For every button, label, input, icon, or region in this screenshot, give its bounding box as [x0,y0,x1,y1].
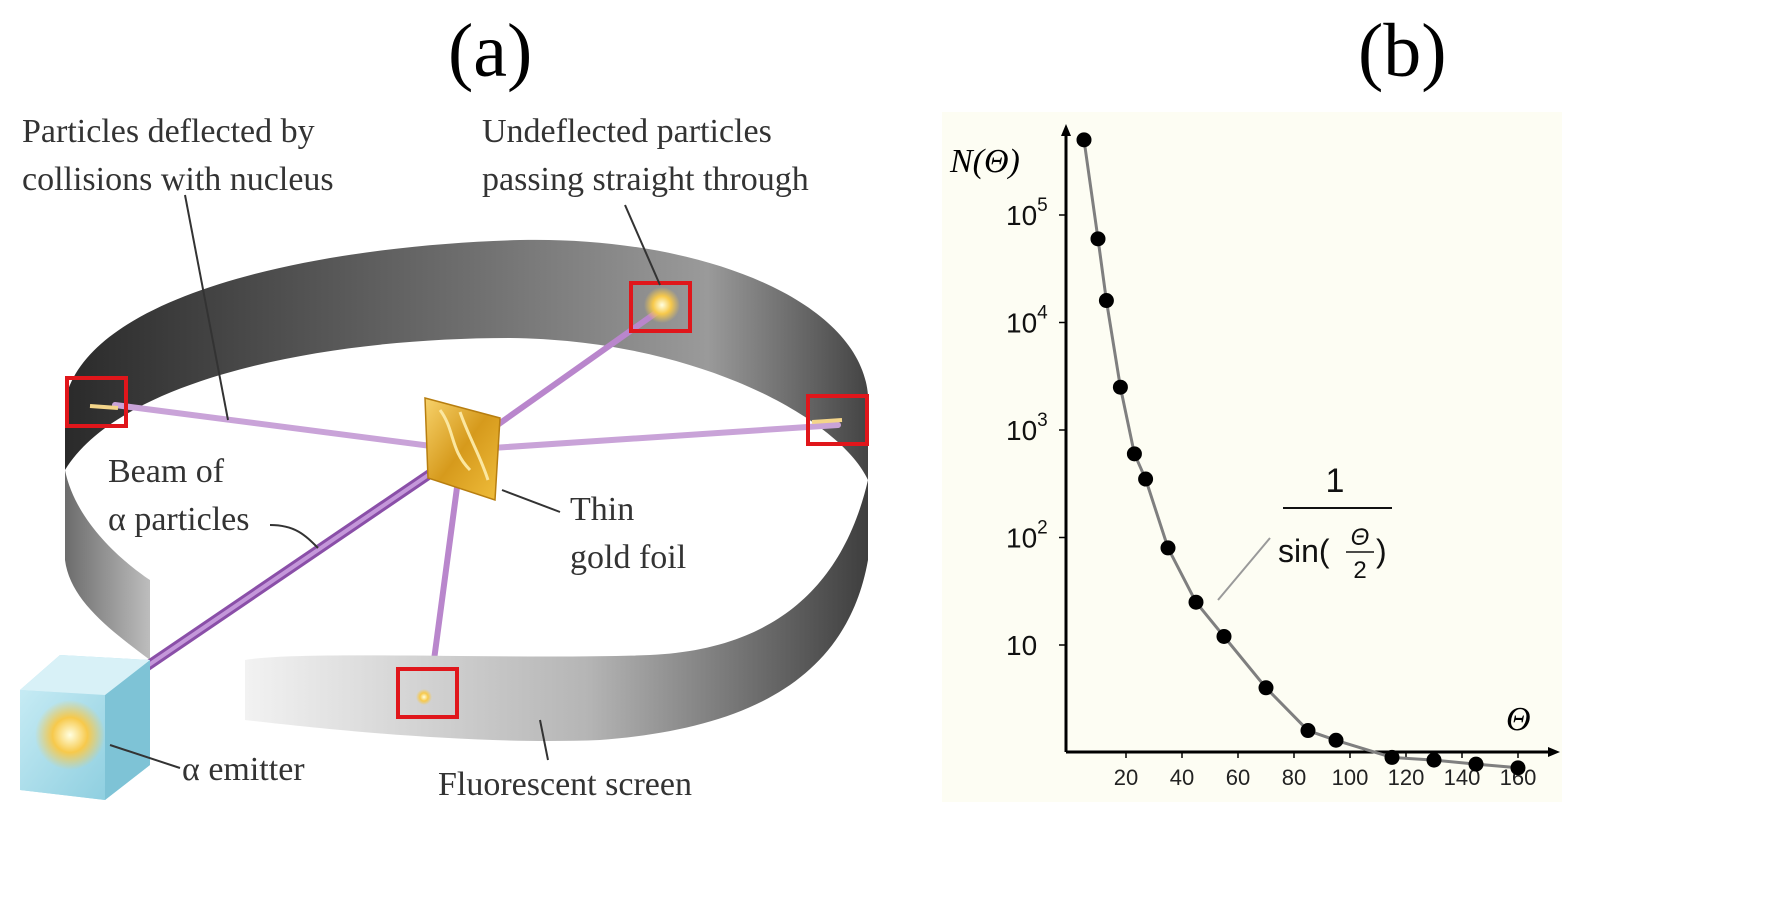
beam-label-line2: α particles [108,501,249,538]
highlight-box-left [65,376,128,428]
data-point [1258,680,1274,696]
panel-a-label: (a) [448,9,533,93]
fluorescent-screen-left [65,470,150,660]
x-tick-label-40: 40 [1170,765,1194,790]
foil-label-line1: Thin [570,491,634,528]
deflected-label-line2: collisions with nucleus [22,161,334,198]
y-axis-arrow [1061,124,1071,136]
x-tick-label-120: 120 [1388,765,1425,790]
panel-b-label: (b) [1358,9,1447,93]
data-point [1076,132,1092,148]
data-point [1510,760,1526,776]
x-tick-label-60: 60 [1226,765,1250,790]
emitter-label: α emitter [182,751,305,788]
annotation-denominator-suffix: ) [1376,533,1387,569]
data-point [1112,379,1128,395]
data-point [1426,752,1442,768]
alpha-beams [85,307,841,710]
x-tick-label-100: 100 [1332,765,1369,790]
leader-lines [109,194,661,769]
data-point [1138,471,1154,487]
data-point [1216,628,1232,644]
annotation-theta: Θ [1351,524,1370,551]
data-point [1188,594,1204,610]
x-tick-label-20: 20 [1114,765,1138,790]
data-point [1300,723,1316,739]
highlight-box-right [806,394,869,446]
data-point [1468,756,1484,772]
theory-curve [1082,139,1519,770]
undeflected-label-line1: Undeflected particles [482,113,772,150]
x-tick-label-80: 80 [1282,765,1306,790]
annotation-numerator: 1 [1326,462,1345,500]
deflected-label-line1: Particles deflected by [22,113,315,150]
beam-label-line1: Beam of [108,453,225,490]
foil-label-line2: gold foil [570,539,686,576]
annotation-two: 2 [1353,557,1366,584]
screen-label: Fluorescent screen [438,766,692,803]
data-point [1384,749,1400,765]
highlight-boxes [65,281,869,719]
y-tick-label-10: 10 [1006,630,1037,661]
highlight-box-bottom [396,667,459,719]
x-axis-arrow [1548,747,1560,757]
data-point [1160,540,1176,556]
gold-foil [424,397,501,502]
annotation-leader [1217,537,1271,601]
x-axis-label: Θ [1506,701,1531,738]
alpha-emitter-cube [20,655,150,800]
data-point [1090,231,1106,247]
data-point [1328,732,1344,748]
data-point [1098,293,1114,309]
fluorescent-screen-front [245,480,868,741]
highlight-box-top [629,281,692,333]
annotation-denominator-prefix: sin( [1278,533,1330,569]
undeflected-label-line2: passing straight through [482,161,809,198]
data-point [1126,446,1142,462]
chart-background [942,112,1562,802]
y-axis-label: N(Θ) [949,143,1020,180]
